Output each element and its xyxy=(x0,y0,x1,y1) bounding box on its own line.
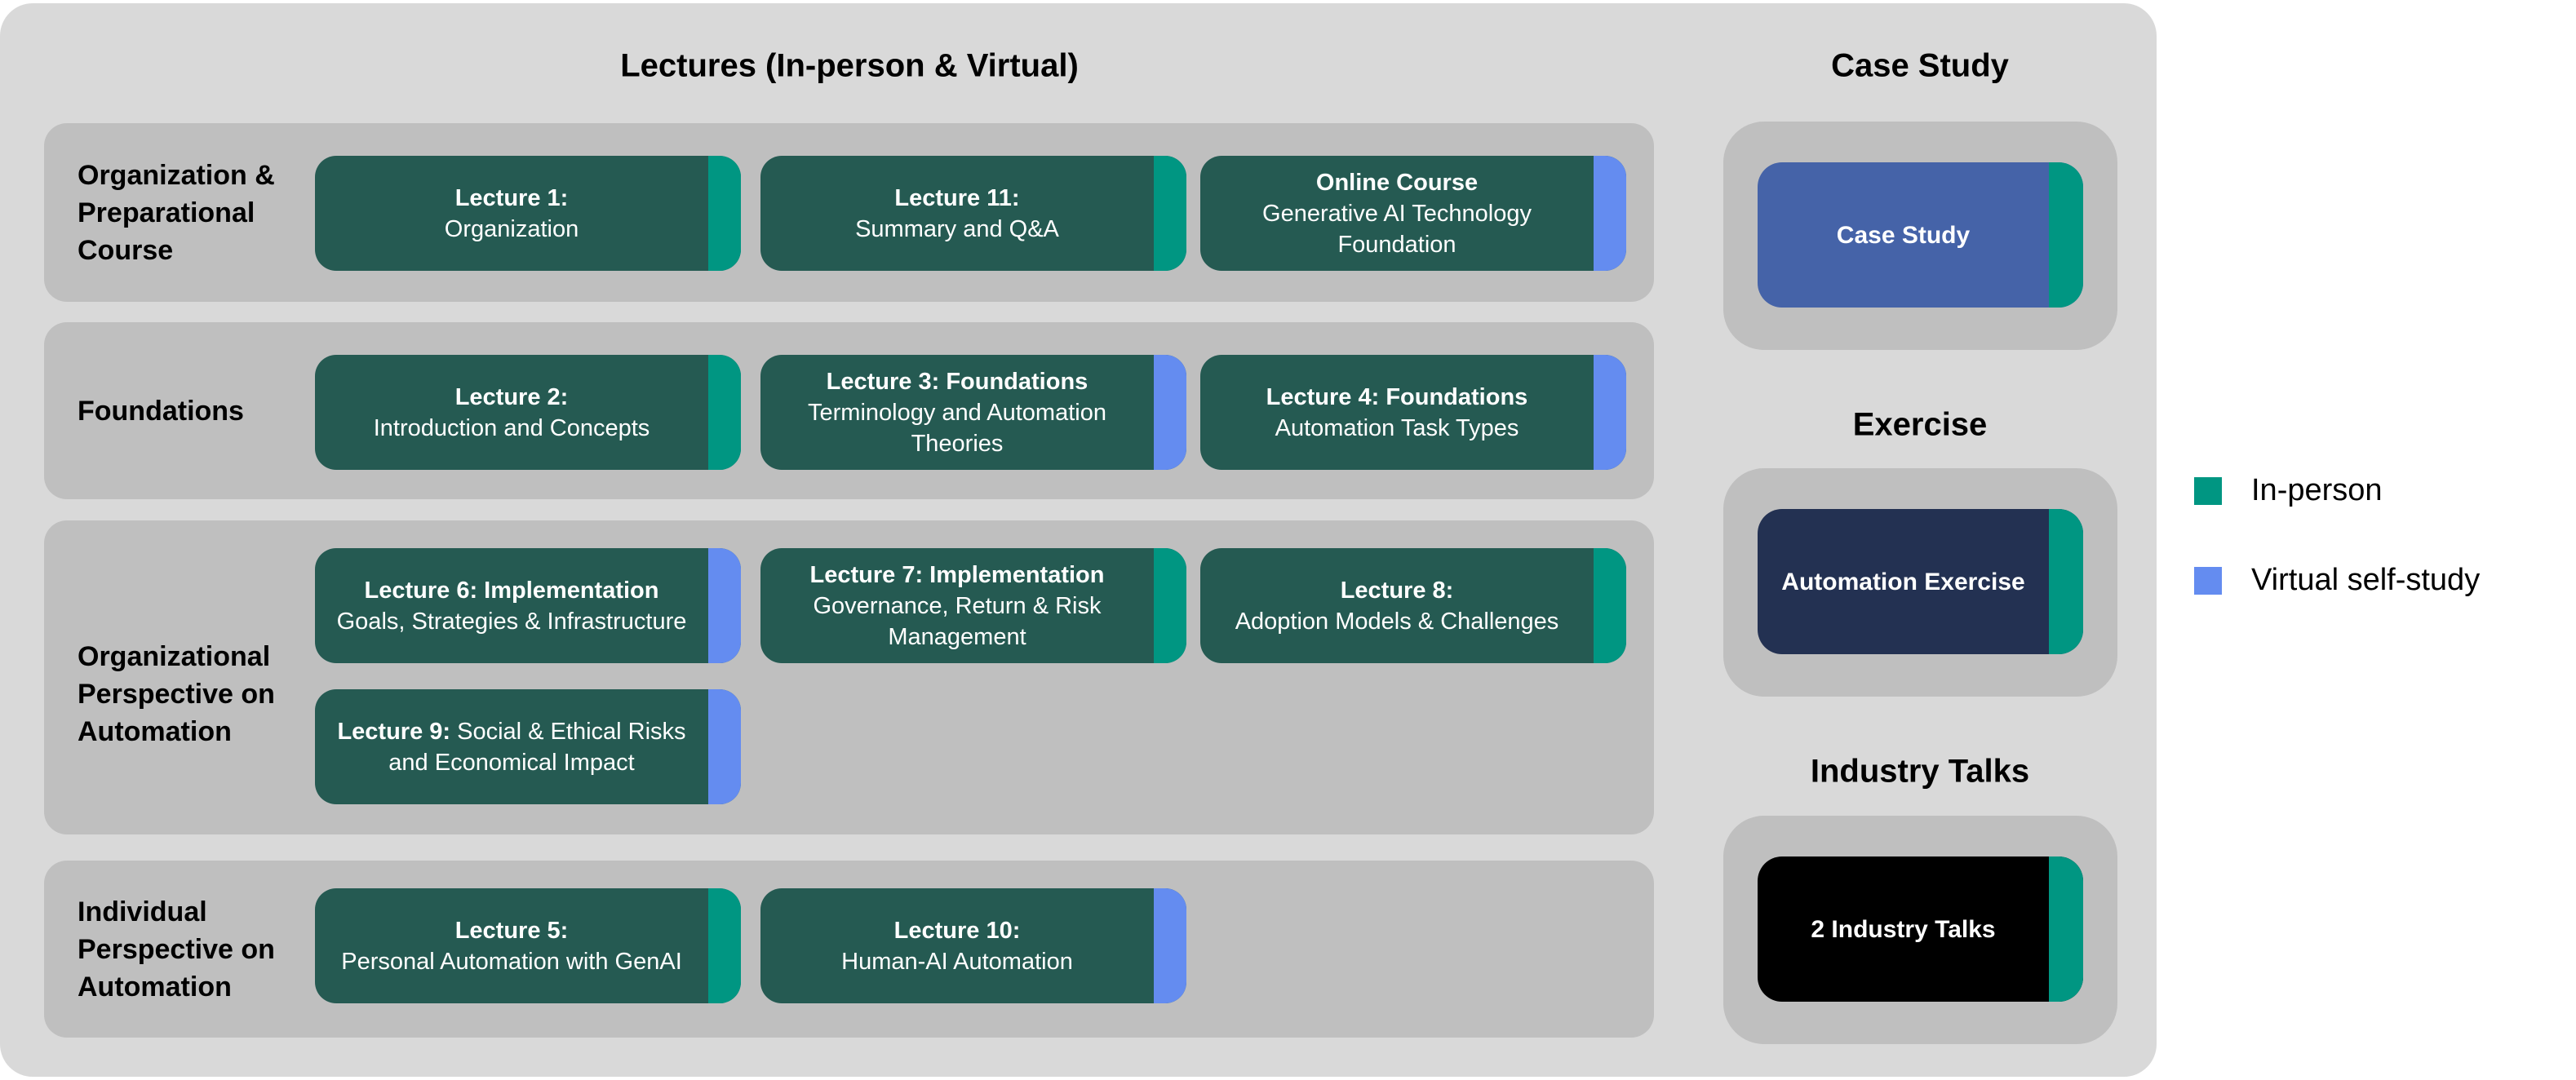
lecture-description: Human-AI Automation xyxy=(841,948,1073,975)
section-header: Case Study xyxy=(1831,47,2009,84)
lecture-description: Adoption Models & Challenges xyxy=(1235,608,1559,635)
in-person-indicator xyxy=(2049,856,2083,1002)
in-person-indicator xyxy=(1154,156,1186,271)
lectures-header: Lectures (In-person & Virtual) xyxy=(620,47,1079,84)
lecture-description: Personal Automation with GenAI xyxy=(341,948,682,975)
lecture-card: Lecture 2: Introduction and Concepts xyxy=(315,355,741,470)
lecture-card: Lecture 11: Summary and Q&A xyxy=(760,156,1186,271)
in-person-indicator xyxy=(708,156,741,271)
section-panel: Automation Exercise xyxy=(1723,468,2117,697)
lecture-description: Generative AI Technology Foundation xyxy=(1262,200,1532,258)
lecture-description: Summary and Q&A xyxy=(855,215,1059,242)
lecture-card: Lecture 10: Human-AI Automation xyxy=(760,888,1186,1003)
lecture-card: Lecture 5: Personal Automation with GenAI xyxy=(315,888,741,1003)
virtual-indicator xyxy=(1154,888,1186,1003)
lecture-title: Lecture 9: xyxy=(337,718,451,745)
lecture-title: Online Course xyxy=(1315,169,1479,196)
section-card-label: 2 Industry Talks xyxy=(1811,915,1996,943)
lecture-title: Lecture 10: xyxy=(893,917,1021,944)
in-person-indicator xyxy=(2049,509,2083,654)
in-person-indicator xyxy=(2049,162,2083,308)
lecture-description: Governance, Return & Risk Management xyxy=(813,592,1102,650)
row-label: Organization & Preparational Course xyxy=(78,160,275,266)
lecture-description: Social & Ethical Risks and Economical Im… xyxy=(388,718,686,776)
lecture-title: Lecture 1: xyxy=(454,184,569,211)
virtual-indicator xyxy=(1594,156,1626,271)
lecture-card: Lecture 1: Organization xyxy=(315,156,741,271)
legend-item: Virtual self-study xyxy=(2194,563,2480,598)
lecture-description: Organization xyxy=(444,215,579,242)
section-header: Exercise xyxy=(1852,406,1988,443)
lecture-description: Introduction and Concepts xyxy=(373,414,650,441)
in-person-indicator xyxy=(708,355,741,470)
lecture-description: Terminology and Automation Theories xyxy=(808,399,1106,457)
legend-label: Virtual self-study xyxy=(2251,563,2481,597)
lecture-title: Lecture 7: Implementation xyxy=(809,561,1105,588)
section-card: Automation Exercise xyxy=(1758,509,2083,654)
virtual-indicator xyxy=(1594,355,1626,470)
row-label: Individual Perspective on Automation xyxy=(78,896,275,1003)
lecture-title: Lecture 11: xyxy=(894,184,1020,211)
in-person-indicator xyxy=(1594,548,1626,663)
section-panel: 2 Industry Talks xyxy=(1723,816,2117,1044)
virtual-indicator xyxy=(708,689,741,804)
virtual-indicator xyxy=(708,548,741,663)
section-header: Industry Talks xyxy=(1810,753,2030,790)
legend-label: In-person xyxy=(2251,473,2383,507)
section-card: Case Study xyxy=(1758,162,2083,308)
lecture-title: Lecture 8: xyxy=(1340,577,1454,604)
lecture-title: Lecture 4: Foundations xyxy=(1266,383,1528,410)
lecture-title: Lecture 6: Implementation xyxy=(364,577,659,604)
in-person-indicator xyxy=(1154,548,1186,663)
lecture-title: Lecture 3: Foundations xyxy=(826,368,1088,395)
in-person-indicator xyxy=(708,888,741,1003)
row-label: Organizational Perspective on Automation xyxy=(78,641,275,747)
virtual-indicator xyxy=(1154,355,1186,470)
lecture-card: Lecture 9: Social & Ethical Risks and Ec… xyxy=(315,689,741,804)
lecture-description: Goals, Strategies & Infrastructure xyxy=(336,608,687,635)
lecture-card: Lecture 8: Adoption Models & Challenges xyxy=(1200,548,1626,663)
legend-swatch xyxy=(2194,566,2222,595)
lecture-description: Automation Task Types xyxy=(1275,414,1519,441)
legend-swatch xyxy=(2194,476,2222,505)
row-label: Foundations xyxy=(78,396,244,427)
section-panel: Case Study xyxy=(1723,122,2117,350)
section-card-label: Case Study xyxy=(1836,221,1971,249)
section-card: 2 Industry Talks xyxy=(1758,856,2083,1002)
lecture-title: Lecture 5: xyxy=(454,917,569,944)
section-card-label: Automation Exercise xyxy=(1781,568,2025,595)
lecture-title: Lecture 2: xyxy=(454,383,569,410)
legend-item: In-person xyxy=(2194,473,2383,508)
